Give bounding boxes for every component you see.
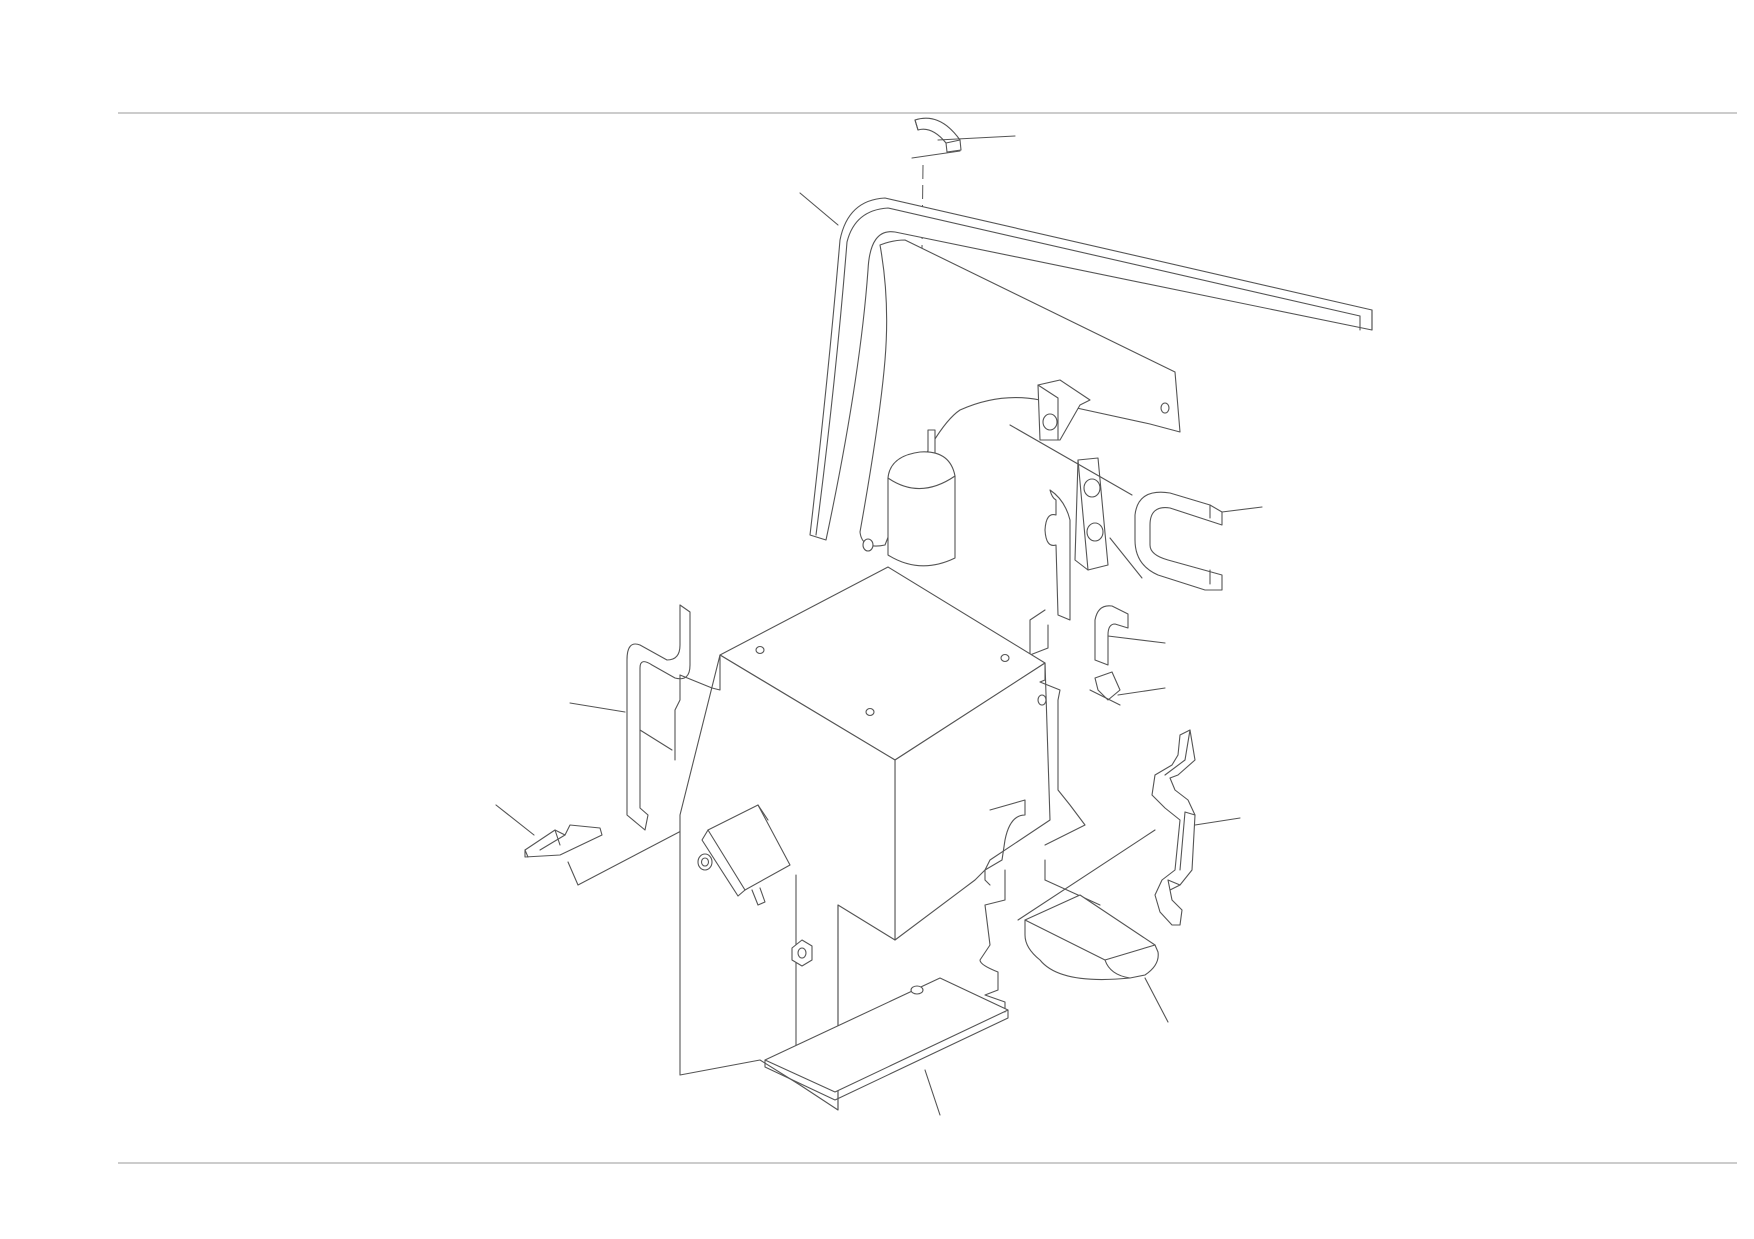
- u-shaped-rail-guide: [1135, 492, 1262, 590]
- left-small-wedge: [496, 805, 725, 885]
- spring-clip: [1090, 672, 1165, 705]
- lower-rounded-pad: [1025, 895, 1168, 1022]
- frame-arch-arm: [800, 193, 1372, 540]
- main-box-housing: [675, 567, 1155, 1110]
- page-rules: [118, 113, 1737, 1163]
- left-z-bracket: [570, 605, 690, 830]
- side-mounting-block: [698, 805, 790, 905]
- double-hole-spacer: [1010, 380, 1142, 578]
- upper-bracket-plate: [860, 240, 1180, 551]
- base-mounting-plate: [765, 978, 1008, 1115]
- right-zigzag-rail: [1152, 730, 1240, 925]
- hex-nut-upper: [792, 940, 812, 966]
- pivot-pin-column: [888, 430, 955, 566]
- top-arc-clip: [912, 118, 1015, 158]
- vertical-strut: [1030, 490, 1070, 655]
- small-l-hook: [1095, 606, 1165, 665]
